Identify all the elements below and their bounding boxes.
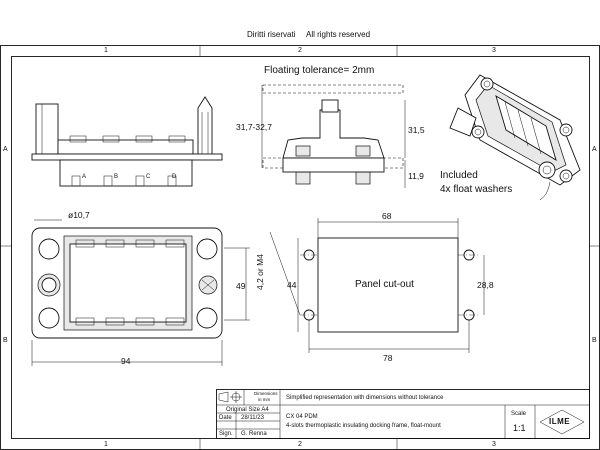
included-note-line2: 4x float washers: [440, 184, 513, 195]
slot-label-b: B: [114, 174, 119, 180]
zone-label-top-2: 2: [298, 47, 302, 54]
section-view: [261, 84, 406, 188]
zone-label-bottom-2: 2: [298, 441, 302, 448]
dim-31-7: 31,7-32,7: [236, 122, 272, 132]
ilme-logo: ILME: [549, 417, 571, 426]
original-size-label: Original Size A4: [226, 407, 269, 413]
dim-28-8: 28,8: [477, 280, 494, 290]
panel-cutout-view: [269, 218, 485, 353]
zone-label-bottom-3: 3: [492, 441, 496, 448]
dimensions-unit-line2: in mm: [258, 397, 271, 402]
title-block: [216, 389, 590, 439]
slot-label-d: D: [172, 174, 177, 180]
scale-label: Scale: [511, 411, 527, 417]
floating-tolerance-note: Floating tolerance= 2mm: [264, 65, 375, 76]
dim-11-9: 11,9: [408, 171, 424, 181]
zone-label-top-1: 1: [104, 47, 108, 54]
dim-hole: 4,2 or M4: [255, 254, 265, 290]
rights-text-it: Diritti riservati: [247, 30, 296, 39]
zone-label-side-b-right: B: [592, 337, 597, 344]
dim-44: 44: [287, 280, 297, 290]
slot-label-c: C: [146, 174, 151, 180]
slot-label-a: A: [82, 174, 87, 180]
dimensions-unit-line1: Dimensions: [254, 391, 278, 396]
included-note-line1: Included: [440, 170, 478, 181]
sign-value: G. Renna: [241, 431, 267, 437]
date-label: Date: [219, 415, 232, 421]
zone-label-bottom-1: 1: [104, 441, 108, 448]
dim-68: 68: [382, 211, 392, 221]
top-view: [31, 219, 250, 366]
dim-diameter: ø10,7: [68, 210, 90, 220]
zone-label-side-a: A: [3, 146, 8, 153]
dim-94: 94: [121, 356, 131, 366]
dim-31-5: 31,5: [408, 125, 425, 135]
isometric-view: [449, 74, 581, 201]
product-description: 4-slots thermoplastic insulating docking…: [286, 423, 441, 429]
title-block-note: Simplified representation with dimension…: [286, 395, 444, 401]
zone-label-side-b: B: [3, 337, 8, 344]
zone-label-side-a-right: A: [592, 146, 597, 153]
sign-label: Sign.: [219, 431, 233, 437]
rights-text-en: All rights reserved: [306, 30, 371, 39]
date-value: 28/11/23: [241, 415, 264, 421]
scale-value: 1:1: [513, 423, 526, 433]
dim-78: 78: [383, 353, 393, 363]
zone-label-top-3: 3: [492, 47, 496, 54]
dim-49: 49: [236, 281, 246, 291]
product-code: CX 04 PDM: [286, 414, 318, 420]
side-view: [31, 96, 223, 187]
panel-cutout-label: Panel cut-out: [355, 279, 414, 290]
